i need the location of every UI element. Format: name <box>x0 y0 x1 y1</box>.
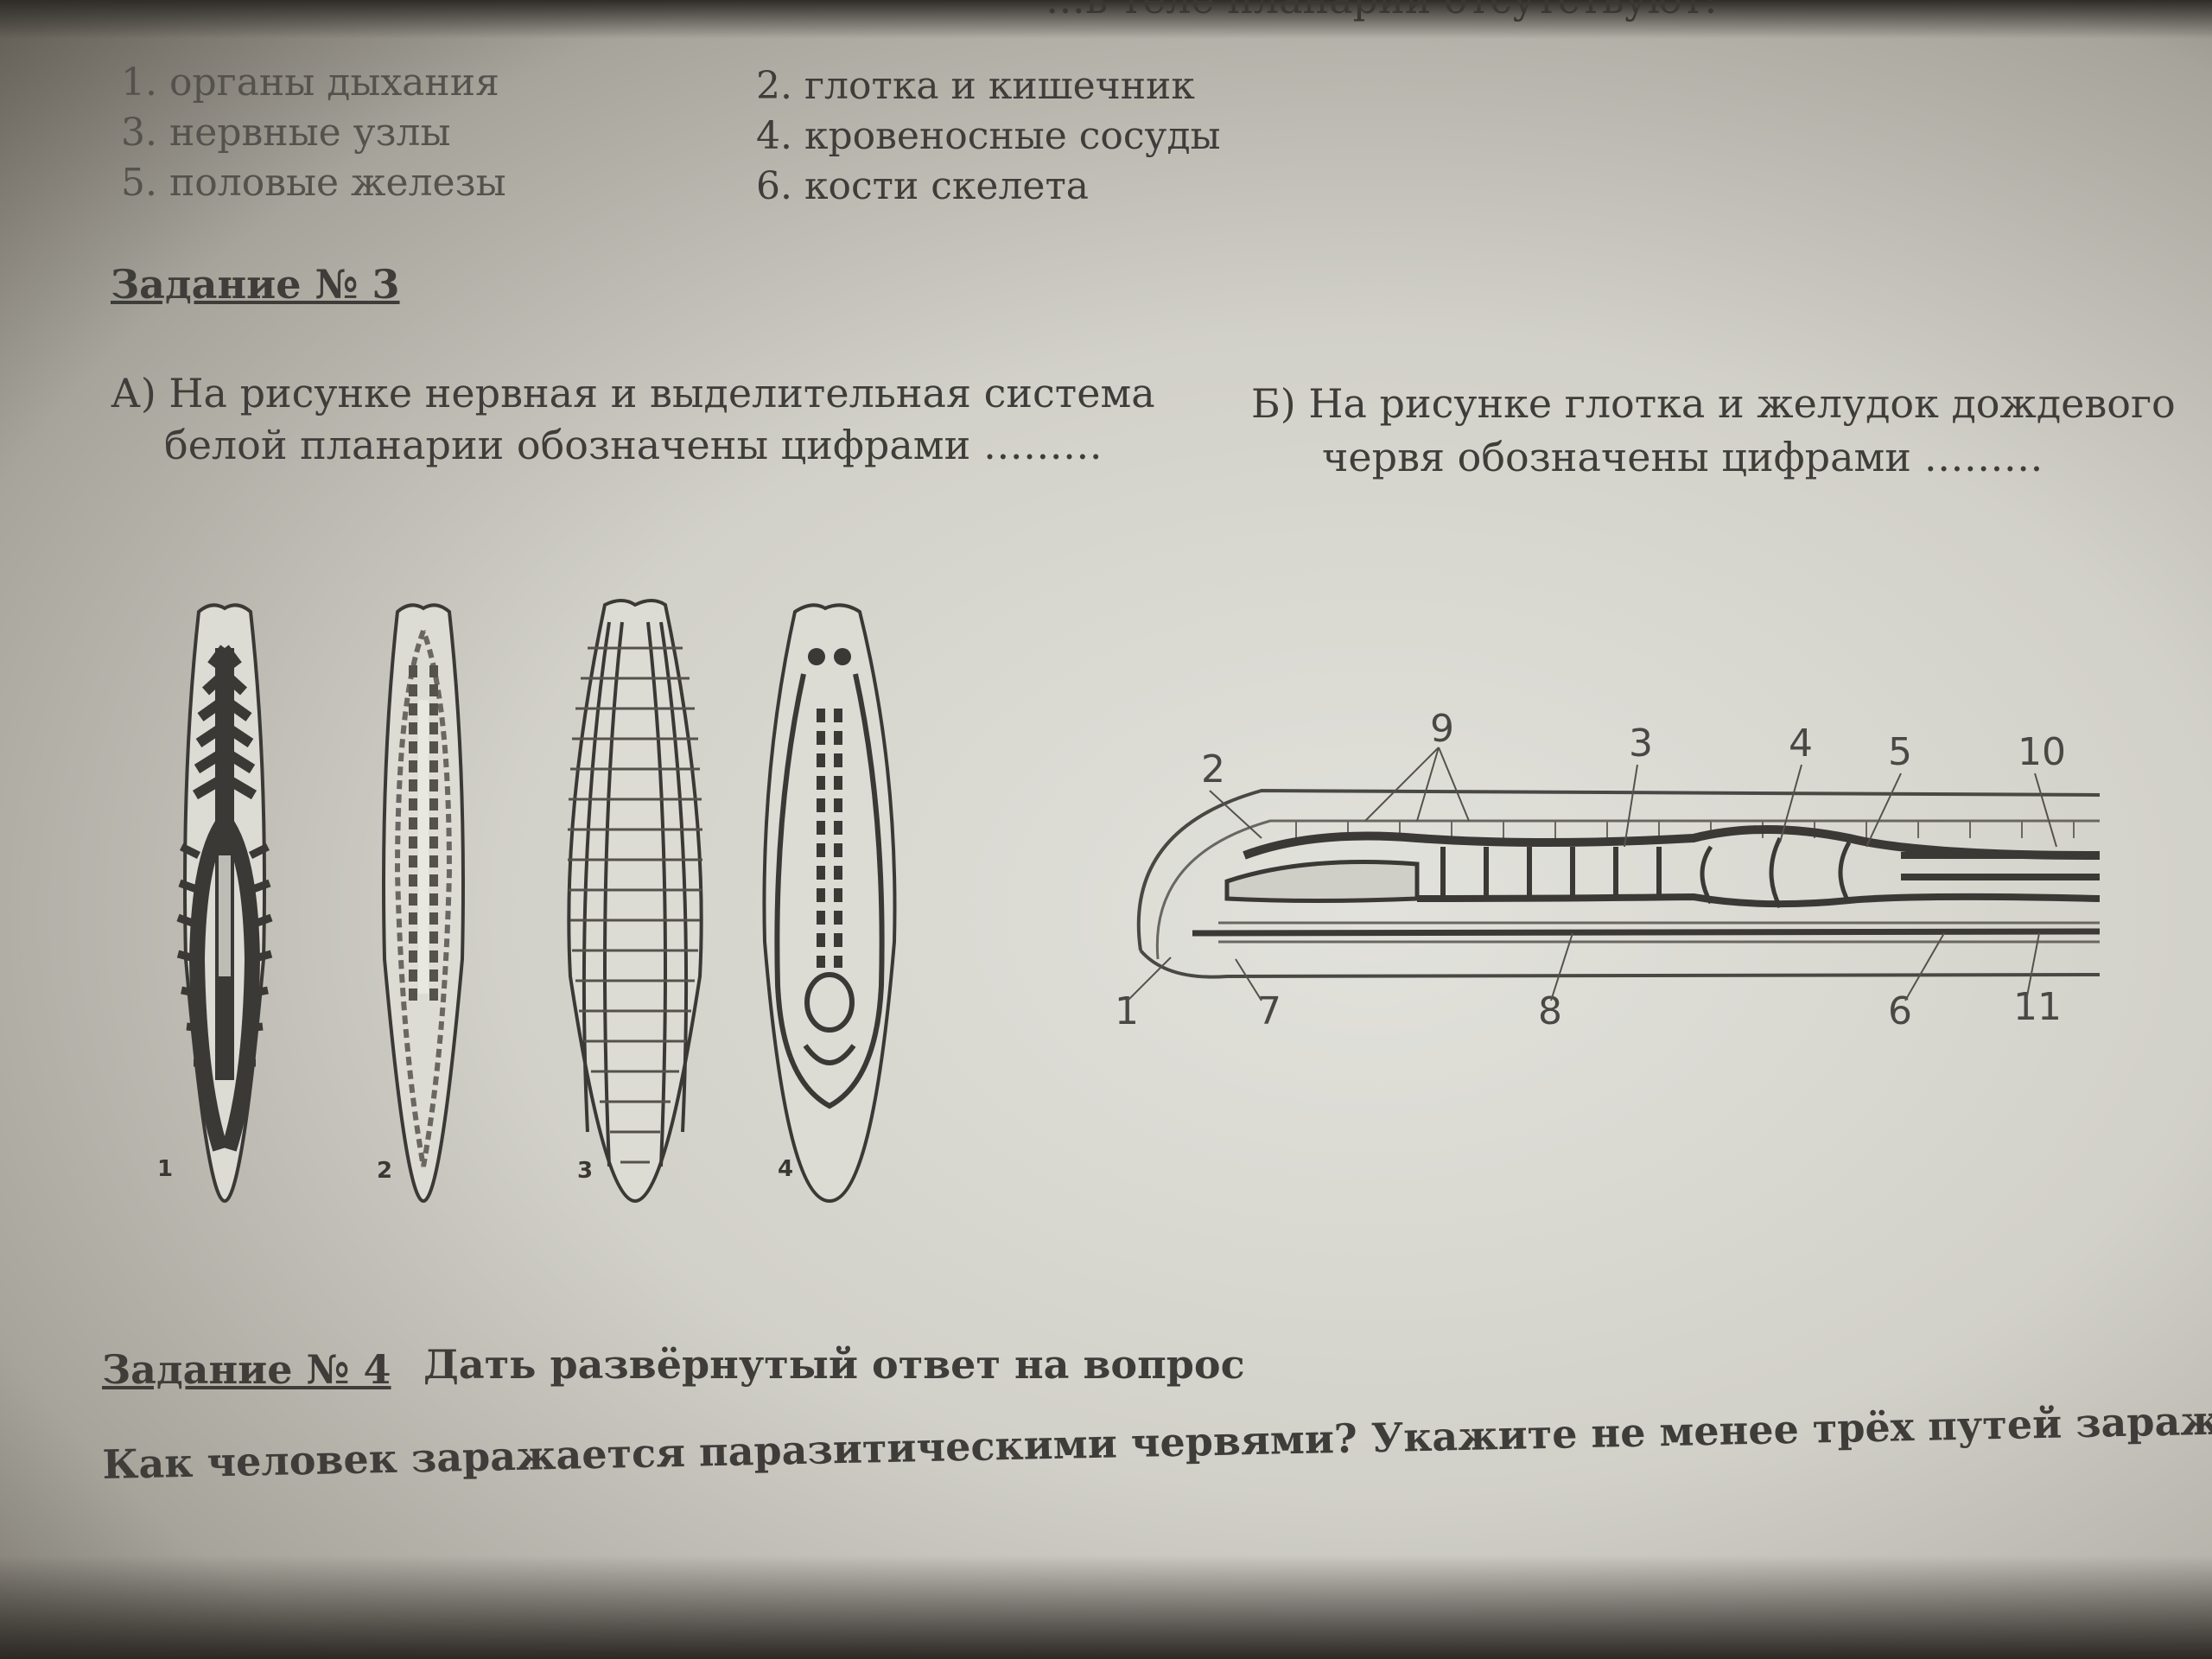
task3-part-a-line1: А) На рисунке нервная и выделительная си… <box>111 370 1155 416</box>
task3-part-b-line1: Б) На рисунке глотка и желудок дождевого <box>1251 380 2176 427</box>
option-4: 4. кровеносные сосуды <box>756 114 1221 158</box>
bottom-shadow <box>0 1555 2212 1659</box>
worm-label-8: 8 <box>1538 989 1562 1033</box>
worm-label-7: 7 <box>1257 989 1281 1033</box>
figure-number-3: 3 <box>577 1158 594 1184</box>
worm-label-9: 9 <box>1430 707 1454 751</box>
option-1: 1. органы дыхания <box>121 60 499 105</box>
option-5: 5. половые железы <box>121 161 506 205</box>
option-text: органы дыхания <box>168 60 499 105</box>
option-text: глотка и кишечник <box>804 64 1195 108</box>
earthworm-body <box>1136 788 2101 979</box>
figure-number-1: 1 <box>157 1156 174 1182</box>
task3-heading: Задание № 3 <box>111 261 400 308</box>
option-number: 6. <box>756 164 792 208</box>
option-number: 3. <box>121 111 157 155</box>
earthworm-diagram: 1 2 3 4 5 6 7 8 9 10 11 <box>1115 707 2101 1033</box>
task4-instruction: Дать развёрнутый ответ на вопрос <box>423 1341 1245 1388</box>
worm-label-5: 5 <box>1888 730 1912 774</box>
option-text: нервные узлы <box>168 111 451 155</box>
task3-part-b-line2: червя обозначены цифрами ……… <box>1322 434 2044 480</box>
option-6: 6. кости скелета <box>756 164 1089 208</box>
option-number: 5. <box>121 161 157 205</box>
worm-label-3: 3 <box>1629 721 1653 766</box>
figure-number-2: 2 <box>377 1158 393 1184</box>
option-number: 2. <box>756 64 792 108</box>
planaria-figure-2 <box>382 603 465 1204</box>
option-2: 2. глотка и кишечник <box>756 64 1195 108</box>
worm-label-11: 11 <box>2013 985 2062 1029</box>
option-number: 1. <box>121 60 157 105</box>
planaria-figure-3 <box>567 599 703 1204</box>
task4-heading: Задание № 4 <box>102 1346 391 1393</box>
option-number: 4. <box>756 114 792 158</box>
planaria-figures <box>176 599 897 1204</box>
option-text: кровеносные сосуды <box>804 114 1221 158</box>
planaria-figure-1 <box>176 603 273 1204</box>
task3-part-a-line2: белой планарии обозначены цифрами ……… <box>164 422 1103 468</box>
worm-label-2: 2 <box>1201 747 1225 791</box>
top-shadow <box>0 0 2212 39</box>
option-text: кости скелета <box>804 164 1090 208</box>
option-3: 3. нервные узлы <box>121 111 451 155</box>
header-partial: …в теле планарии отсутствуют: <box>1046 0 1718 22</box>
worm-label-1: 1 <box>1115 989 1139 1033</box>
worm-label-4: 4 <box>1789 721 1813 766</box>
worm-label-10: 10 <box>2018 730 2066 774</box>
option-text: половые железы <box>168 161 506 205</box>
planaria-figure-4 <box>762 603 897 1204</box>
figure-number-4: 4 <box>778 1156 794 1182</box>
